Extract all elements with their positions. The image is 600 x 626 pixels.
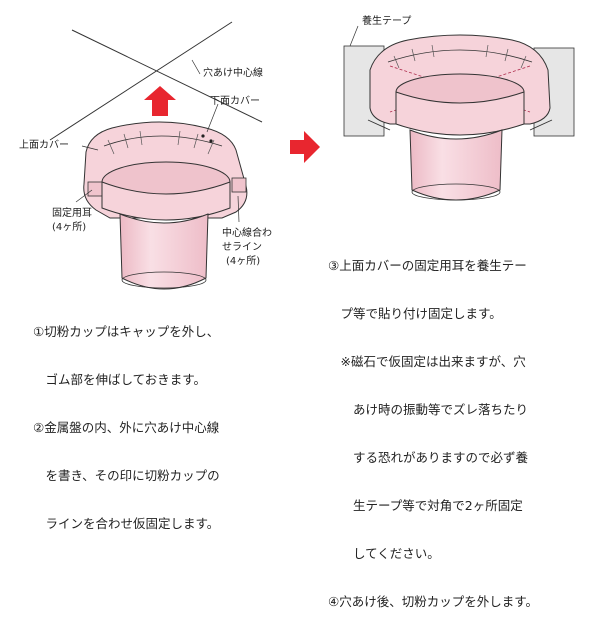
center-line-b — [49, 21, 233, 141]
label-upper-cover: 上面カバー — [19, 139, 69, 151]
left-cup-bottom — [121, 271, 207, 289]
right-cup — [409, 129, 503, 201]
instruction-line: する恐れがありますので必ず養 — [328, 450, 529, 465]
left-body — [101, 181, 231, 221]
fixing-ear-left — [87, 181, 103, 197]
instruction-line: ④穴あけ後、切粉カップを外します。 — [328, 594, 538, 609]
label-lower-cover: 下面カバー — [210, 95, 260, 107]
instruction-line: あけ時の振動等でズレ落ちたり — [328, 402, 529, 417]
instruction-line: ゴム部を伸ばしておきます。 — [33, 372, 207, 387]
leader-lower-cover — [206, 103, 219, 133]
instruction-line: ②金属盤の内、外に穴あけ中心線 — [33, 420, 220, 435]
label-fixing-ear-2: (4ヶ所) — [52, 221, 86, 233]
label-align-line-1: 中心線合わ — [222, 226, 272, 239]
instruction-line: ③上面カバーの固定用耳を養生テー — [328, 258, 527, 273]
instruction-line: ①切粉カップはキャップを外し、 — [33, 324, 220, 339]
instruction-line: 生テープ等で対角で2ヶ所固定 — [328, 498, 523, 513]
right-figure: 養生テープ — [343, 14, 575, 201]
leader-upper-cover — [81, 145, 99, 151]
right-line-a — [367, 119, 391, 131]
step-arrow — [290, 131, 320, 163]
left-figure: 穴あけ中心線 下面カバー 上面カバー 固定用耳 (4ヶ所) 中心線合わ せライン… — [19, 21, 272, 290]
left-flange-inner — [103, 135, 223, 147]
right-line-b — [529, 119, 553, 131]
leader-hole-center — [191, 59, 201, 75]
instruction-line: ※磁石で仮固定は出来ますが、穴 — [328, 354, 526, 369]
right-flange-ribs — [393, 44, 527, 69]
leader-fixing-ear — [75, 189, 93, 203]
label-hole-center-line: 穴あけ中心線 — [203, 66, 263, 79]
right-body — [395, 91, 525, 136]
instruction-line: ラインを合わせ仮固定します。 — [33, 516, 220, 531]
leader-align-line — [237, 195, 240, 223]
instruction-line: プ等で貼り付け固定します。 — [328, 306, 502, 321]
instructions-right: ③上面カバーの固定用耳を養生テー プ等で貼り付け固定します。 ※磁石で仮固定は出… — [328, 226, 538, 626]
rim-dot-2 — [209, 139, 213, 143]
right-flange-inner — [387, 49, 533, 63]
right-cup-bottom — [411, 183, 501, 201]
up-arrow — [144, 86, 176, 116]
left-flange-ribs — [107, 130, 215, 155]
instruction-line: を書き、その印に切粉カップの — [33, 468, 220, 483]
label-curing-tape: 養生テープ — [362, 14, 411, 27]
label-align-line-3: (4ヶ所) — [226, 255, 260, 267]
left-cup — [119, 213, 209, 290]
leader-curing-tape — [349, 25, 359, 47]
instructions-left: ①切粉カップはキャップを外し、 ゴム部を伸ばしておきます。 ②金属盤の内、外に穴… — [33, 292, 220, 548]
instruction-line: してください。 — [328, 546, 440, 561]
label-fixing-ear-1: 固定用耳 — [52, 206, 92, 219]
installation-diagram: 穴あけ中心線 下面カバー 上面カバー 固定用耳 (4ヶ所) 中心線合わ せライン… — [19, 14, 575, 290]
label-align-line-2: せライン — [222, 241, 262, 253]
center-line-a — [71, 29, 263, 123]
rim-dot-1 — [201, 134, 205, 138]
fixing-ear-right — [231, 177, 247, 193]
